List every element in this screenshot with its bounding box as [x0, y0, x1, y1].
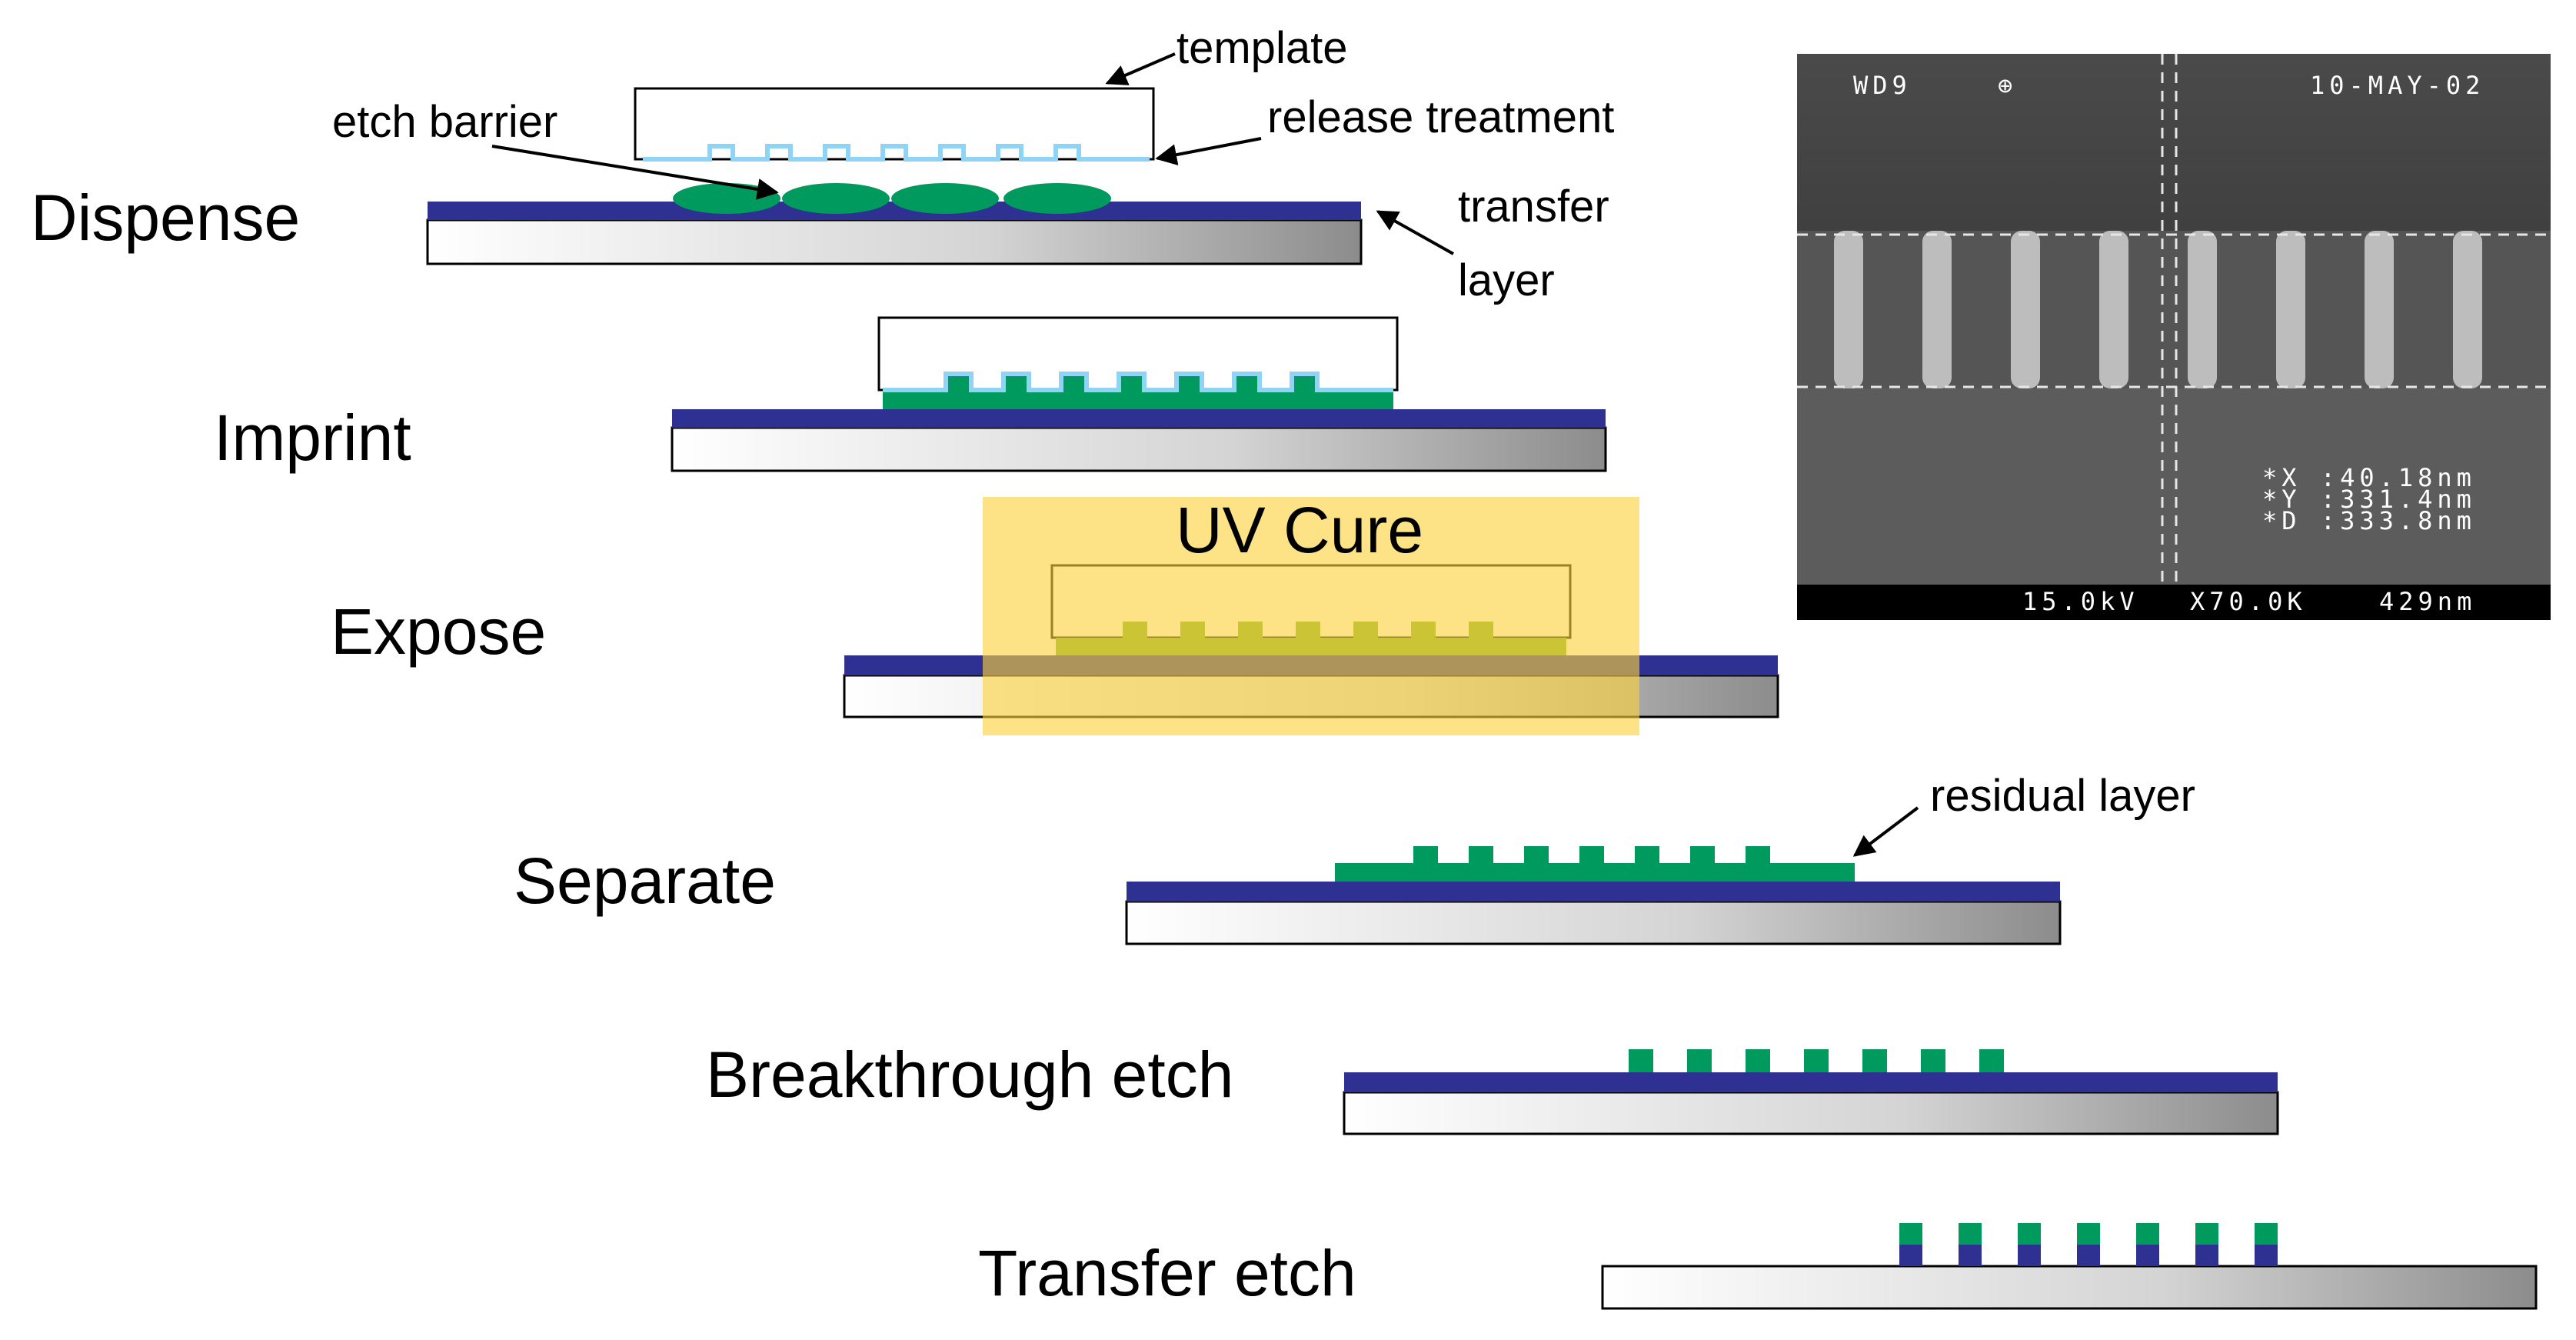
sem-line	[2276, 231, 2305, 388]
etch-barrier-droplet	[891, 183, 999, 214]
sem-lines	[1834, 231, 2482, 388]
substrate	[426, 218, 1363, 265]
sem-x-measurement: *X :40.18nm	[2262, 463, 2476, 492]
release-treatment-coating	[643, 144, 1150, 162]
uv-light-highlight	[983, 497, 1639, 735]
feature-cap	[2018, 1223, 2041, 1245]
expose-step: Expose UV Cure	[331, 494, 1779, 735]
release-treatment-label: release treatment	[1267, 92, 1614, 142]
feature-base	[2195, 1245, 2218, 1266]
feature-cap	[2255, 1223, 2278, 1245]
step-label-breakthrough-etch: Breakthrough etch	[706, 1038, 1233, 1111]
transfer-layer	[428, 202, 1361, 220]
etch-barrier-feature	[1746, 1049, 1770, 1072]
sem-line	[2365, 231, 2394, 388]
etch-barrier-droplet	[673, 183, 780, 214]
substrate	[1343, 1091, 2279, 1135]
etch-barrier-feature	[1629, 1049, 1653, 1072]
etch-barrier-features	[1629, 1049, 2004, 1072]
breakthrough-etch-step: Breakthrough etch	[706, 1038, 2279, 1135]
sem-structure-region	[1797, 231, 2551, 388]
etch-barrier-feature	[1979, 1049, 2004, 1072]
sem-micrograph: WD9 ⊕ 10-MAY-02 *X :40.18nm *Y :331.4nm …	[1797, 54, 2551, 620]
transfer-etch-step: Transfer etch	[978, 1223, 2538, 1310]
etch-barrier-arrow	[491, 145, 779, 200]
feature-cap	[2195, 1223, 2218, 1245]
step-label-dispense: Dispense	[31, 182, 300, 254]
sem-line	[1834, 231, 1863, 388]
sem-d-measurement: *D :333.8nm	[2262, 506, 2476, 535]
sem-base-region	[1797, 388, 2551, 585]
feature-cap	[2136, 1223, 2159, 1245]
release-treatment-coating	[883, 372, 1393, 392]
release-treatment-arrow	[1155, 137, 1262, 165]
sem-info-bar	[1797, 585, 2551, 620]
etch-barrier-droplet	[1003, 183, 1111, 214]
transfer-layer	[672, 409, 1606, 428]
sem-marker-glyph: ⊕	[1998, 71, 2017, 100]
etch-barrier-feature	[1862, 1049, 1887, 1072]
feature-base	[2255, 1245, 2278, 1266]
transfer-layer-label-line2: layer	[1458, 255, 1555, 305]
separate-step: Separate residual layer	[514, 771, 2195, 945]
sem-line	[2453, 231, 2482, 388]
transfer-layer	[1127, 882, 2060, 902]
template-label: template	[1177, 23, 1347, 73]
etch-barrier-droplet	[782, 183, 890, 214]
sem-line	[2099, 231, 2128, 388]
etch-barrier-label: etch barrier	[332, 97, 557, 147]
template-block	[634, 87, 1155, 161]
dispense-step: Dispense template etch barrier release t…	[31, 23, 1614, 305]
uv-cure-label: UV Cure	[1176, 494, 1423, 566]
step-label-imprint: Imprint	[214, 402, 411, 474]
imprint-step: Imprint	[214, 316, 1607, 474]
feature-base	[1899, 1245, 1922, 1266]
sem-y-measurement: *Y :331.4nm	[2262, 485, 2476, 514]
sem-working-distance: WD9	[1853, 71, 1912, 100]
residual-layer-arrow	[1852, 806, 1919, 857]
feature-base	[2018, 1245, 2041, 1266]
transfer-layer-arrow	[1376, 210, 1454, 255]
transfer-layer	[1344, 1072, 2278, 1092]
feature-cap	[1959, 1223, 1982, 1245]
substrate	[1601, 1265, 2538, 1310]
etched-features	[1899, 1223, 2278, 1266]
sem-measurement-guides	[1797, 54, 2551, 585]
transfer-layer-label-line1: transfer	[1458, 182, 1609, 232]
sem-scale: 429nm	[2379, 587, 2476, 616]
etch-barrier-droplets	[673, 183, 1111, 214]
substrate	[1125, 900, 2062, 945]
step-label-transfer-etch: Transfer etch	[978, 1237, 1356, 1309]
feature-base	[2077, 1245, 2100, 1266]
feature-cap	[2077, 1223, 2100, 1245]
feature-base	[1959, 1245, 1982, 1266]
step-label-separate: Separate	[514, 845, 776, 917]
feature-cap	[1899, 1223, 1922, 1245]
sem-line	[2188, 231, 2217, 388]
etch-barrier-feature	[1687, 1049, 1712, 1072]
residual-layer-pattern	[1335, 846, 1855, 882]
template-arrow	[1105, 52, 1176, 85]
etch-barrier-imprinted	[883, 374, 1393, 409]
substrate	[671, 426, 1607, 472]
feature-base	[2136, 1245, 2159, 1266]
sem-voltage: 15.0kV	[2022, 587, 2139, 616]
sem-line	[2011, 231, 2040, 388]
sem-line	[1922, 231, 1952, 388]
etch-barrier-feature	[1921, 1049, 1945, 1072]
etch-barrier-feature	[1804, 1049, 1829, 1072]
residual-layer-label: residual layer	[1930, 771, 2195, 821]
sem-magnification: X70.0K	[2190, 587, 2307, 616]
step-label-expose: Expose	[331, 595, 546, 668]
sem-date: 10-MAY-02	[2310, 71, 2484, 100]
